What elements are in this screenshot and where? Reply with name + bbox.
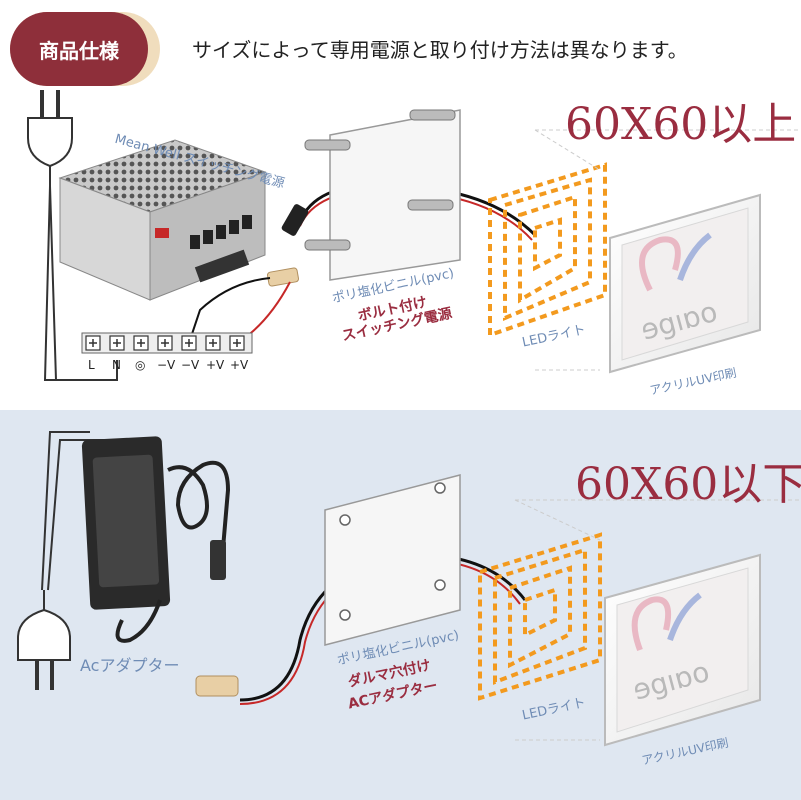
terminal-label: +V	[230, 358, 249, 372]
terminal-label: −V	[157, 358, 176, 372]
terminal-label: L	[88, 358, 95, 372]
page-description: サイズによって専用電源と取り付け方法は異なります。	[192, 38, 688, 62]
spec-badge: 商品仕様	[10, 12, 160, 86]
led-spiral-upper	[488, 162, 607, 338]
power-plug-upper	[27, 90, 118, 381]
adapter-label: Acアダプター	[80, 656, 180, 675]
acrylic-panel-upper: ɘgıɒo	[534, 129, 800, 374]
terminal-label: +V	[206, 358, 225, 372]
terminal-strip	[81, 332, 253, 354]
spec-badge-label: 商品仕様	[10, 12, 148, 86]
switching-power-supply	[58, 139, 267, 301]
size-label-upper: 60X60以上	[565, 99, 797, 150]
size-label-lower: 60X60以下	[575, 459, 801, 510]
ac-adapter	[81, 436, 231, 643]
led-spiral-lower	[478, 532, 602, 701]
pvc-panel-lower	[324, 474, 461, 646]
terminal-label: N	[112, 358, 121, 372]
terminal-label: −V	[181, 358, 200, 372]
acrylic-panel-lower: ɘgıɒo	[514, 499, 800, 747]
pvc-panel-upper	[304, 109, 461, 281]
terminal-label: ◎	[135, 358, 146, 372]
